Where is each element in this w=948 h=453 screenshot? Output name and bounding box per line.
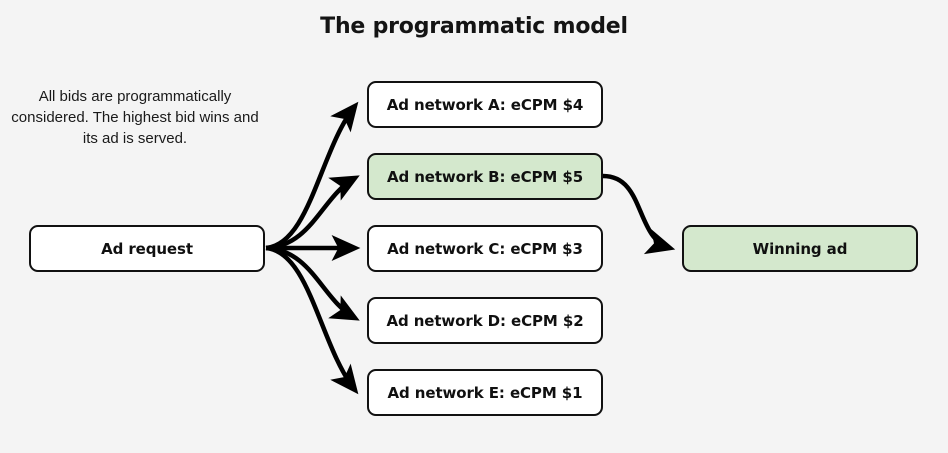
node-label: Ad network A: eCPM $4 [386,95,584,114]
page-title: The programmatic model [320,14,628,39]
node-label: Winning ad [752,239,848,258]
node-ad-network-d[interactable]: Ad network D: eCPM $2 [367,297,603,344]
edge-ad-request-to-network-b [265,175,360,251]
node-winning-ad[interactable]: Winning ad [682,225,918,272]
node-ad-network-c[interactable]: Ad network C: eCPM $3 [367,225,603,272]
edge-ad-request-to-network-a [265,101,359,251]
node-ad-network-b[interactable]: Ad network B: eCPM $5 [367,153,603,200]
node-label: Ad network E: eCPM $1 [387,383,583,402]
node-label: Ad request [101,239,193,258]
edge-ad-request-to-network-e [265,245,359,395]
node-label: Ad network C: eCPM $3 [387,239,583,258]
edge-ad-request-to-network-d [265,245,360,321]
node-ad-network-a[interactable]: Ad network A: eCPM $4 [367,81,603,128]
explanatory-caption: All bids are programmatically considered… [11,88,259,147]
node-ad-request[interactable]: Ad request [29,225,265,272]
node-label: Ad network B: eCPM $5 [386,167,584,186]
node-label: Ad network D: eCPM $2 [386,311,584,330]
node-ad-network-e[interactable]: Ad network E: eCPM $1 [367,369,603,416]
edge-network-b-to-winning-ad [602,173,676,255]
